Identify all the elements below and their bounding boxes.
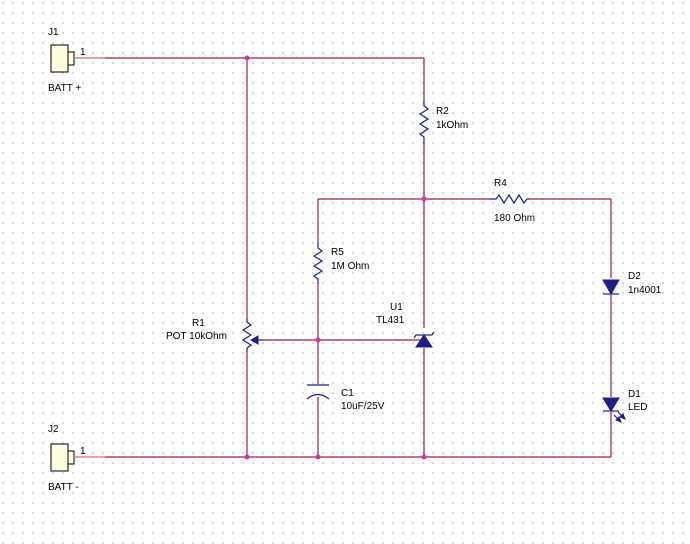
wires <box>74 57 612 458</box>
r2-zigzag <box>418 100 430 145</box>
j1-connector[interactable]: J1 1 BATT + <box>48 27 105 94</box>
junction-dot <box>315 454 321 460</box>
r5-ref: R5 <box>331 247 344 258</box>
u1-triangle <box>415 334 433 348</box>
r4-ref: R4 <box>494 178 507 189</box>
d2-ref: D2 <box>628 271 641 282</box>
j1-value: BATT + <box>48 83 81 94</box>
j2-body <box>50 443 69 472</box>
u1-ref: U1 <box>390 302 403 313</box>
c1-ref: C1 <box>341 388 354 399</box>
junctions <box>244 55 427 460</box>
u1-bar <box>413 331 435 339</box>
d1-light-arrows-icon <box>613 411 626 423</box>
d2-diode[interactable]: D2 1n4001 <box>602 271 662 296</box>
r1-ref: R1 <box>192 318 205 329</box>
d1-triangle <box>602 397 620 412</box>
j2-ref: J2 <box>48 424 59 435</box>
r5-zigzag <box>312 242 324 284</box>
junction-dot <box>315 337 321 343</box>
d2-triangle <box>602 279 620 296</box>
r5-resistor[interactable]: R5 1M Ohm <box>312 242 369 284</box>
j1-pin-number: 1 <box>80 47 86 58</box>
r1-zigzag <box>241 318 253 352</box>
d1-led[interactable]: D1 LED <box>602 389 647 423</box>
r4-value: 180 Ohm <box>494 213 535 224</box>
r4-resistor[interactable]: R4 180 Ohm <box>490 178 535 224</box>
junction-dot <box>244 55 250 61</box>
r2-resistor[interactable]: R2 1kOhm <box>418 100 468 145</box>
d1-value: LED <box>628 402 647 413</box>
r2-value: 1kOhm <box>436 120 468 131</box>
d2-value: 1n4001 <box>628 285 662 296</box>
j2-value: BATT - <box>48 482 79 493</box>
c1-value: 10uF/25V <box>341 401 385 412</box>
junction-dot <box>421 196 427 202</box>
u1-tl431[interactable]: U1 TL431 <box>376 302 435 348</box>
r2-ref: R2 <box>436 106 449 117</box>
c1-plate-bottom <box>306 393 330 400</box>
junction-dot <box>421 454 427 460</box>
j1-tab <box>67 51 75 66</box>
r5-value: 1M Ohm <box>331 261 369 272</box>
r4-zigzag <box>490 193 530 205</box>
j2-connector[interactable]: J2 1 BATT - <box>48 424 105 493</box>
j1-body <box>50 44 69 73</box>
d1-ref: D1 <box>628 389 641 400</box>
r1-potentiometer[interactable]: R1 POT 10kOhm <box>166 318 264 352</box>
r1-value: POT 10kOhm <box>166 331 227 342</box>
j2-tab <box>67 450 75 465</box>
r1-wiper-arrow <box>249 335 259 345</box>
j1-ref: J1 <box>48 27 59 38</box>
u1-value: TL431 <box>376 315 405 326</box>
c1-capacitor[interactable]: C1 10uF/25V <box>306 384 385 412</box>
j2-pin-number: 1 <box>80 446 86 457</box>
junction-dot <box>244 454 250 460</box>
